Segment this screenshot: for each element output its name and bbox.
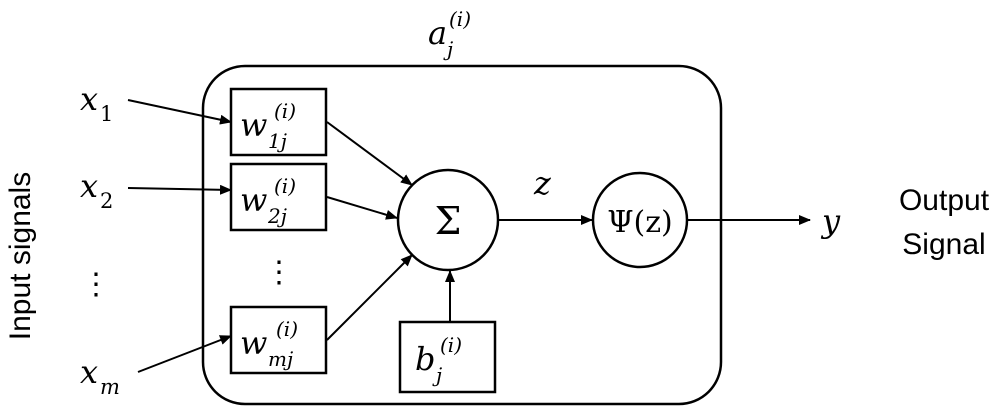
bias-sup: (i) xyxy=(440,333,462,357)
input-x2-base: x xyxy=(80,167,98,205)
input-xm-base: x xyxy=(80,353,98,391)
weight-w2j-sup: (i) xyxy=(274,174,296,198)
input-x2: x 2 xyxy=(80,167,113,213)
output-signal-label-line2: Signal xyxy=(902,228,985,261)
weight-w2j: w 2j (i) xyxy=(229,162,328,232)
activation-label: a j (i) xyxy=(428,7,471,61)
weight-w2j-box xyxy=(229,162,328,232)
activation-circle xyxy=(591,171,689,269)
weight-w1j-sub: 1j xyxy=(268,129,287,153)
weight-w1j-sup: (i) xyxy=(274,99,296,123)
arrow-wm-to-sum xyxy=(326,254,413,341)
weight-w1j-base: w xyxy=(240,106,267,144)
weight-w1j: w 1j (i) xyxy=(229,87,328,157)
activation-label-sup: (i) xyxy=(449,7,471,31)
arrow-x1-to-w1 xyxy=(127,99,232,125)
bias-bj: b j (i) xyxy=(398,320,497,394)
activation-label-base: a xyxy=(428,14,447,52)
weight-wmj-base: w xyxy=(240,324,267,362)
input-x1: x 1 xyxy=(80,80,113,126)
input-ellipsis: ⋮ xyxy=(81,267,111,302)
bias-base: b xyxy=(415,340,435,378)
weight-w2j-base: w xyxy=(240,181,267,219)
weight-wmj-sub: mj xyxy=(268,347,293,371)
arrow-xm-to-wm xyxy=(137,335,232,373)
activation-label-sub: j xyxy=(443,37,453,61)
weight-wmj-sup: (i) xyxy=(276,317,298,341)
input-x2-sub: 2 xyxy=(100,189,113,213)
output-y: y xyxy=(820,202,841,240)
input-x1-sub: 1 xyxy=(100,102,113,126)
input-x1-base: x xyxy=(80,80,98,118)
input-xm-sub: m xyxy=(100,375,120,399)
arrow-x2-to-w2 xyxy=(127,184,232,195)
arrow-w1-to-sum xyxy=(326,121,413,186)
weight-wmj-box xyxy=(229,305,328,375)
output-signal-label-line1: Output xyxy=(899,184,990,217)
summation-symbol: Σ xyxy=(435,199,462,243)
neuron-body xyxy=(201,64,723,406)
weight-w2j-sub: 2j xyxy=(267,204,287,228)
weight-ellipsis: ⋮ xyxy=(264,255,294,290)
input-xm: x m xyxy=(80,353,120,399)
bias-box xyxy=(398,320,497,394)
weight-wmj: w mj (i) xyxy=(229,305,328,375)
bias-sub: j xyxy=(432,363,442,387)
input-signals-label: Input signals xyxy=(4,172,37,340)
weight-w1j-box xyxy=(229,87,328,157)
activation-function: Ψ(z) xyxy=(607,205,673,240)
activation-node: Ψ(z) xyxy=(591,171,689,269)
summation-node: Σ xyxy=(396,168,500,272)
z-label: z xyxy=(533,164,552,202)
arrow-w2-to-sum xyxy=(326,196,398,220)
